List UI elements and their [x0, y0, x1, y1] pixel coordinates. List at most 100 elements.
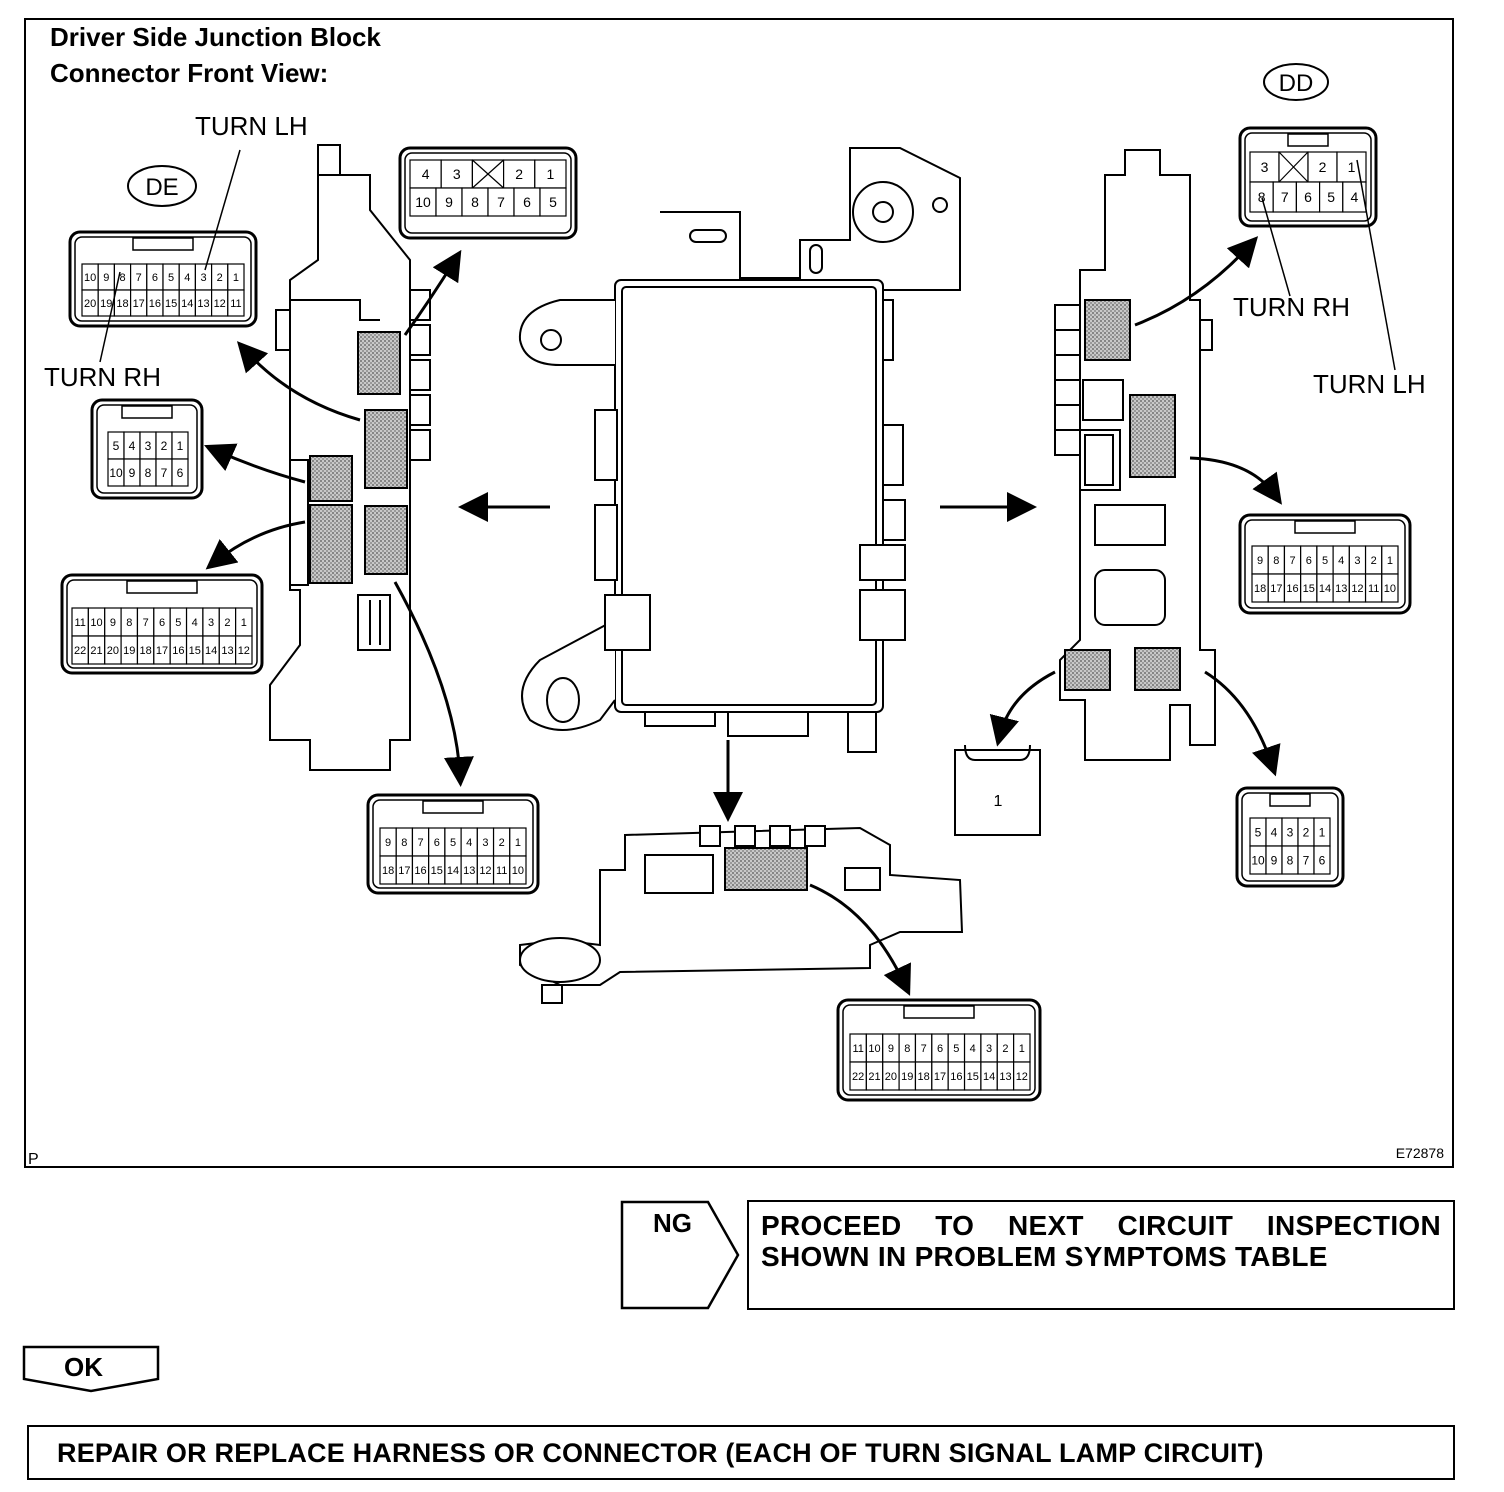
- pin-number: 3: [1261, 159, 1269, 175]
- pin-number: 3: [482, 837, 488, 849]
- single-pin-number: 1: [994, 793, 1003, 810]
- pin-number: 17: [1270, 583, 1282, 595]
- pin-number: 3: [145, 439, 152, 453]
- pin-number: 9: [888, 1043, 894, 1055]
- ok-arrow-box: [22, 1345, 160, 1393]
- pin-number: 20: [84, 298, 96, 310]
- pin-number: 20: [107, 645, 119, 657]
- pin-number: 4: [1271, 825, 1278, 839]
- connector-latch: [903, 1005, 975, 1019]
- connector-latch: [132, 237, 194, 251]
- connector-latch: [1287, 133, 1329, 147]
- next-step-line2: SHOWN IN PROBLEM SYMPTOMS TABLE: [761, 1241, 1328, 1272]
- dd-callout-turn-rh: TURN RH: [1233, 292, 1350, 322]
- pin-cell: [1313, 845, 1331, 875]
- pin-number: 16: [950, 1071, 962, 1083]
- pin-number: 10: [1251, 853, 1265, 867]
- pin-number: 18: [382, 865, 394, 877]
- pin-number: 6: [1306, 555, 1312, 567]
- pin-number: 17: [156, 645, 168, 657]
- pin-number: 5: [175, 617, 181, 629]
- pin-number: 2: [499, 837, 505, 849]
- pin-number: 4: [1351, 189, 1359, 205]
- pin-number: 15: [1303, 583, 1315, 595]
- pin-number: 22: [74, 645, 86, 657]
- pin-number: 7: [143, 617, 149, 629]
- pin-number: 7: [136, 272, 142, 284]
- pin-number: 4: [970, 1043, 976, 1055]
- right-side-view-block: [1054, 149, 1216, 761]
- pin-number: 1: [233, 272, 239, 284]
- connector-latch: [1269, 793, 1311, 807]
- pin-cell: [487, 187, 515, 217]
- pin-number: 9: [385, 837, 391, 849]
- pin-number: 5: [1322, 555, 1328, 567]
- pin-cell: [227, 289, 245, 317]
- pin-number: 9: [445, 194, 453, 210]
- ok-label: OK: [64, 1352, 103, 1382]
- pin-number: 10: [109, 466, 123, 480]
- pin-cell: [1013, 1061, 1031, 1091]
- pin-number: 8: [1287, 853, 1294, 867]
- pin-number: 9: [1271, 853, 1278, 867]
- pin-cell: [503, 159, 536, 189]
- pin-number: 1: [547, 166, 555, 182]
- dd-callout-turn-lh: TURN LH: [1313, 369, 1426, 399]
- pin-number: 1: [515, 837, 521, 849]
- pin-number: 14: [983, 1071, 995, 1083]
- connector-inner-outline: [1244, 132, 1372, 222]
- dd-label: DD: [1279, 70, 1314, 97]
- pin-number: 13: [463, 865, 475, 877]
- pin-number: 13: [197, 298, 209, 310]
- connector-inner-outline: [404, 152, 572, 234]
- pin-number: 19: [100, 298, 112, 310]
- connector-latch: [121, 405, 173, 419]
- pin-number: 14: [205, 645, 217, 657]
- connector-inner-outline: [66, 579, 258, 669]
- pin-number: 4: [129, 439, 136, 453]
- pin-number: 3: [200, 272, 206, 284]
- connector-inner-outline: [1244, 519, 1406, 609]
- pin-number: 7: [417, 837, 423, 849]
- pin-number: 21: [868, 1071, 880, 1083]
- pin-cell: [1342, 181, 1367, 213]
- pin-number: 10: [512, 865, 524, 877]
- pin-number: 12: [1351, 583, 1363, 595]
- pin-number: 4: [184, 272, 190, 284]
- pin-number: 2: [1002, 1043, 1008, 1055]
- left-side-view-block: [269, 144, 431, 771]
- pin-number: 14: [181, 298, 193, 310]
- pin-number: 22: [852, 1071, 864, 1083]
- pin-number: 1: [1319, 825, 1326, 839]
- callout-lines: [99, 149, 1396, 371]
- pin-number: 1: [1019, 1043, 1025, 1055]
- pin-number: 5: [113, 439, 120, 453]
- pin-number: 9: [1257, 555, 1263, 567]
- connector-inner-outline: [842, 1004, 1036, 1096]
- pin-number: 7: [921, 1043, 927, 1055]
- pin-number: 2: [1303, 825, 1310, 839]
- pin-number: 1: [177, 439, 184, 453]
- pin-cell: [534, 159, 567, 189]
- pin-number: 11: [230, 298, 241, 310]
- pin-number: 15: [431, 865, 443, 877]
- pin-number: 6: [937, 1043, 943, 1055]
- pin-number: 8: [1258, 189, 1266, 205]
- connector-latch: [126, 580, 198, 594]
- pin-number: 6: [523, 194, 531, 210]
- pin-number: 8: [119, 272, 125, 284]
- pin-number: 6: [177, 466, 184, 480]
- pin-number: 8: [904, 1043, 910, 1055]
- pin-number: 16: [1286, 583, 1298, 595]
- ng-label: NG: [653, 1208, 692, 1238]
- pin-number: 12: [214, 298, 226, 310]
- pin-number: 5: [1255, 825, 1262, 839]
- pin-number: 6: [434, 837, 440, 849]
- pin-number: 5: [549, 194, 557, 210]
- pin-cell: [235, 635, 253, 665]
- pin-number: 17: [133, 298, 145, 310]
- figure-title-line2: Connector Front View:: [50, 58, 329, 88]
- pin-number: 12: [479, 865, 491, 877]
